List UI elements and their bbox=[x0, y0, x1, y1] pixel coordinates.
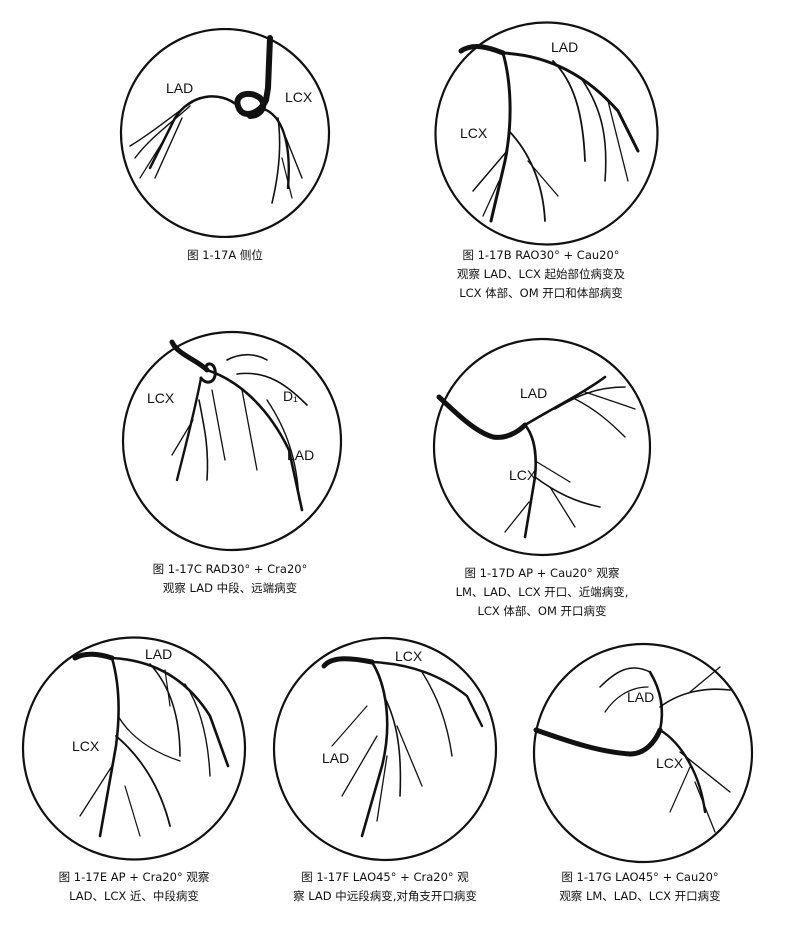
panel-b-caption-line-3: LCX 体部、OM 开口和体部病变 bbox=[459, 286, 623, 300]
panel-d: LAD LCX bbox=[425, 337, 659, 557]
panel-e-vessels bbox=[72, 651, 230, 838]
panel-b-vessels bbox=[458, 44, 640, 223]
panel-d-vessels bbox=[436, 375, 636, 539]
panel-f-caption: 图 1-17F LAO45° + Cra20° 观 察 LAD 中远段病变,对角… bbox=[258, 868, 512, 906]
panel-b-label-lad: LAD bbox=[551, 39, 579, 55]
panel-d-circle bbox=[432, 337, 652, 557]
panel-d-caption-line-2: LM、LAD、LCX 开口、近端病变, bbox=[455, 585, 629, 599]
panel-g-caption-line-2: 观察 LM、LAD、LCX 开口病变 bbox=[559, 889, 721, 903]
panel-e-angiogram bbox=[21, 636, 247, 861]
panel-e-label-lcx: LCX bbox=[72, 738, 100, 754]
panel-f-angiogram bbox=[272, 636, 498, 862]
panel-d-label-lcx: LCX bbox=[509, 467, 537, 483]
panel-c-circle bbox=[121, 330, 343, 552]
panel-g-label-lcx: LCX bbox=[656, 755, 684, 771]
panel-g-vessels bbox=[533, 666, 731, 833]
panel-e: LAD LCX bbox=[20, 636, 248, 861]
panel-g: LAD LCX bbox=[530, 642, 756, 864]
panel-f-label-lcx: LCX bbox=[395, 648, 423, 664]
panel-a-caption-line-1: 图 1-17A 侧位 bbox=[187, 248, 263, 262]
panel-a-circle bbox=[119, 28, 331, 238]
panel-d-caption: 图 1-17D AP + Cau20° 观察 LM、LAD、LCX 开口、近端病… bbox=[412, 564, 672, 621]
panel-d-caption-line-1: 图 1-17D AP + Cau20° 观察 bbox=[464, 566, 620, 580]
panel-d-caption-line-3: LCX 体部、OM 开口病变 bbox=[477, 604, 607, 618]
panel-e-caption-line-1: 图 1-17E AP + Cra20° 观察 bbox=[58, 870, 210, 884]
panel-g-circle bbox=[532, 642, 754, 864]
panel-c: LCX D₁ LAD bbox=[117, 330, 347, 552]
panel-c-vessels bbox=[169, 339, 308, 512]
panel-c-caption-line-1: 图 1-17C RAD30° + Cra20° bbox=[152, 562, 308, 576]
panel-a-caption: 图 1-17A 侧位 bbox=[155, 246, 295, 265]
panel-e-label-lad: LAD bbox=[145, 646, 173, 662]
panel-c-caption: 图 1-17C RAD30° + Cra20° 观察 LAD 中段、远端病变 bbox=[110, 560, 350, 598]
panel-b-caption: 图 1-17B RAO30° + Cau20° 观察 LAD、LCX 起始部位病… bbox=[416, 246, 666, 303]
panel-b-circle bbox=[434, 21, 659, 246]
panel-c-label-lcx: LCX bbox=[147, 390, 175, 406]
panel-g-label-lad: LAD bbox=[627, 689, 655, 705]
panel-d-angiogram bbox=[432, 337, 652, 557]
panel-f-caption-line-1: 图 1-17F LAO45° + Cra20° 观 bbox=[301, 870, 469, 884]
panel-e-caption-line-2: LAD、LCX 近、中段病变 bbox=[69, 889, 199, 903]
panel-b-caption-line-1: 图 1-17B RAO30° + Cau20° bbox=[462, 248, 620, 262]
panel-f-caption-line-2: 察 LAD 中远段病变,对角支开口病变 bbox=[293, 889, 477, 903]
panel-f-label-lad: LAD bbox=[322, 750, 350, 766]
panel-c-caption-line-2: 观察 LAD 中段、远端病变 bbox=[162, 581, 298, 595]
panel-a-vessels bbox=[129, 35, 303, 204]
panel-f-circle bbox=[272, 636, 498, 862]
panel-a-label-lad: LAD bbox=[166, 80, 194, 96]
panel-g-caption: 图 1-17G LAO45° + Cau20° 观察 LM、LAD、LCX 开口… bbox=[520, 868, 760, 906]
panel-b-label-lcx: LCX bbox=[460, 125, 488, 141]
panel-b-caption-line-2: 观察 LAD、LCX 起始部位病变及 bbox=[456, 267, 626, 281]
panel-b: LAD LCX bbox=[433, 21, 660, 246]
panel-c-label-lad: LAD bbox=[287, 447, 315, 463]
panel-f-vessels bbox=[321, 656, 484, 838]
panel-a: LAD LCX bbox=[110, 28, 340, 238]
panel-f: LCX LAD bbox=[272, 636, 498, 862]
panel-e-circle bbox=[21, 636, 247, 861]
panel-b-angiogram bbox=[434, 21, 659, 246]
panel-a-label-lcx: LCX bbox=[285, 89, 313, 105]
panel-e-caption: 图 1-17E AP + Cra20° 观察 LAD、LCX 近、中段病变 bbox=[14, 868, 254, 906]
panel-g-caption-line-1: 图 1-17G LAO45° + Cau20° bbox=[561, 870, 719, 884]
panel-g-angiogram bbox=[532, 642, 754, 864]
panel-a-angiogram bbox=[119, 28, 331, 238]
panel-c-label-d1: D₁ bbox=[283, 388, 298, 404]
panel-c-angiogram bbox=[121, 330, 343, 552]
panel-d-label-lad: LAD bbox=[520, 385, 548, 401]
